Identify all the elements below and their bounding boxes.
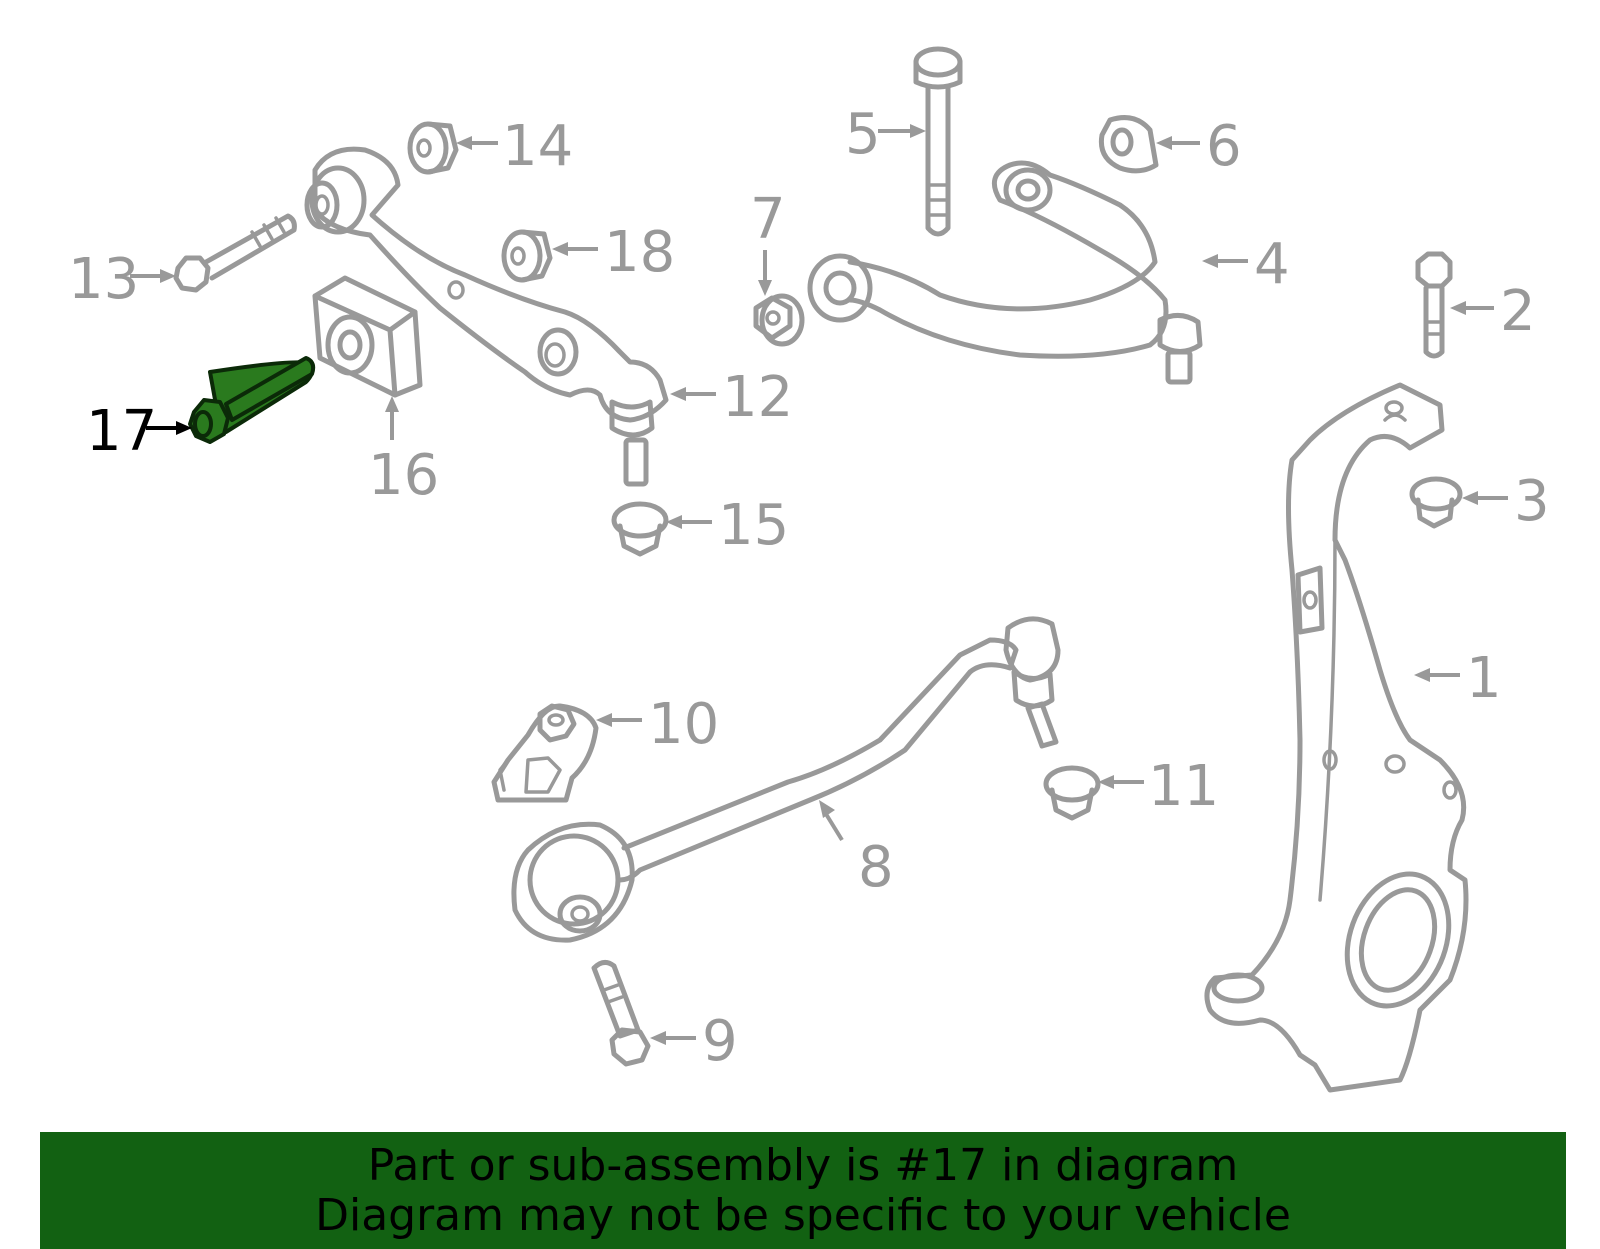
callout-9[interactable]: 9 [702,1009,738,1074]
leader-10 [596,713,642,727]
info-banner: Part or sub-assembly is #17 in diagram D… [40,1132,1566,1249]
part-8-lateral-arm[interactable] [511,616,1061,943]
part-4-upper-control-arm[interactable] [807,160,1203,385]
banner-line-2: Diagram may not be specific to your vehi… [315,1189,1291,1241]
callout-13[interactable]: 13 [68,247,139,312]
callout-11[interactable]: 11 [1148,754,1219,819]
leader-11 [1098,775,1144,789]
callout-16[interactable]: 16 [368,443,439,508]
leader-12 [670,387,716,401]
callout-18[interactable]: 18 [604,220,675,285]
part-6-bushing[interactable] [1098,115,1159,174]
part-12-lower-control-arm[interactable] [304,146,669,487]
leader-15 [666,515,712,529]
part-7-nut[interactable] [753,293,805,347]
callout-8[interactable]: 8 [858,835,894,900]
callout-10[interactable]: 10 [648,692,719,757]
part-9-bolt[interactable] [591,960,651,1067]
leader-16 [385,396,399,440]
leader-6 [1156,136,1200,150]
callout-12[interactable]: 12 [722,365,793,430]
part-1-steering-knuckle[interactable] [1204,382,1469,1093]
part-2-bolt[interactable] [1415,251,1453,359]
leader-8 [819,800,844,842]
leader-1 [1414,668,1460,682]
callout-15[interactable]: 15 [718,493,789,558]
part-16-mount[interactable] [312,275,423,398]
part-14-nut[interactable] [407,121,459,175]
callout-17[interactable]: 17 [86,399,157,464]
leader-17 [146,421,192,435]
callout-1[interactable]: 1 [1466,646,1502,711]
part-3-nut[interactable] [1409,476,1463,529]
leader-9 [650,1031,696,1045]
leader-3 [1462,491,1508,505]
callout-4[interactable]: 4 [1254,232,1290,297]
part-17-bolt-highlighted[interactable] [188,356,316,444]
leader-13 [130,269,176,283]
parts-diagram: 5 6 4 7 [68,46,1550,1093]
callout-3[interactable]: 3 [1514,469,1550,534]
leader-18 [552,242,598,256]
leader-5 [878,124,926,138]
part-13-bolt[interactable] [173,213,297,293]
part-15-nut[interactable] [611,501,669,557]
callout-7[interactable]: 7 [750,187,786,252]
callout-6[interactable]: 6 [1206,114,1242,179]
part-5-bolt[interactable] [913,46,963,237]
leader-7 [758,250,772,296]
callout-5[interactable]: 5 [845,102,881,167]
callout-2[interactable]: 2 [1500,279,1536,344]
leader-4 [1202,254,1248,268]
leader-14 [456,136,498,150]
part-11-nut[interactable] [1043,765,1101,821]
leader-2 [1450,301,1494,315]
part-10-bracket[interactable] [491,703,599,803]
part-18-nut[interactable] [501,229,553,283]
callout-14[interactable]: 14 [502,114,573,179]
banner-line-1: Part or sub-assembly is #17 in diagram [367,1139,1239,1191]
